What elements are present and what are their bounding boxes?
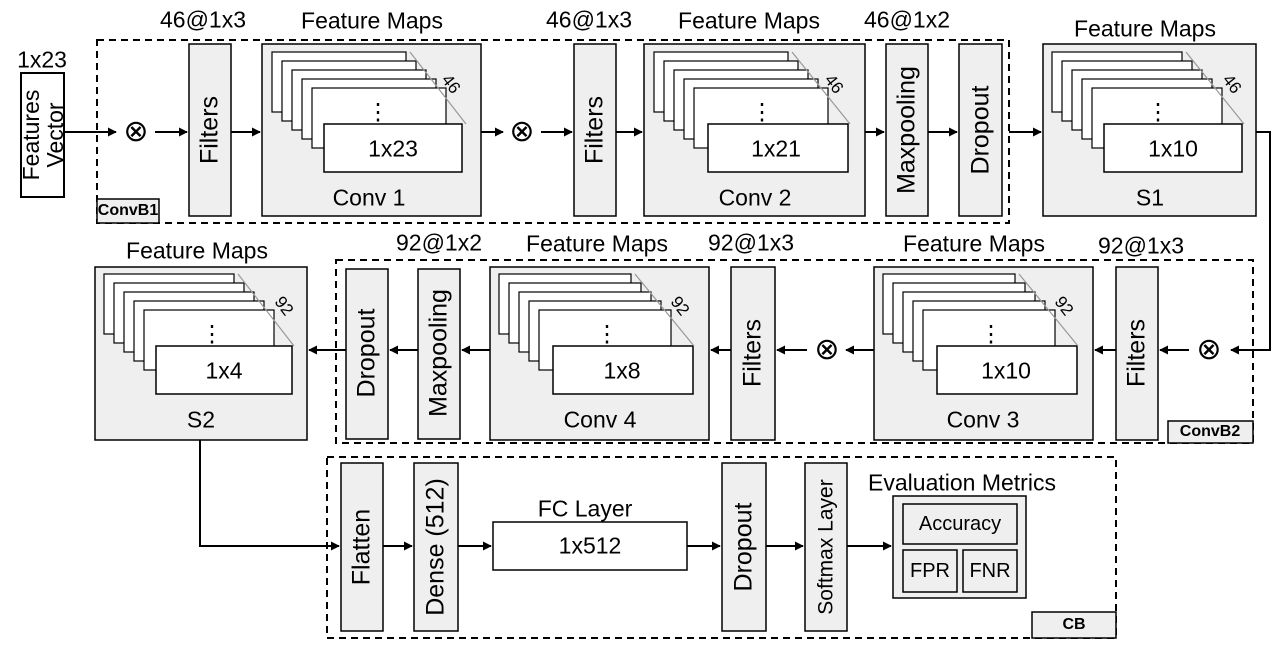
maxpool2-label: Maxpooling [424,289,453,417]
conv4-count: 92 [666,292,694,320]
filters2-top-label: 46@1x3 [545,6,633,33]
maxpool2-box [417,268,461,440]
conv2-top-label: Feature Maps [678,7,820,34]
filters3-label: Filters [1122,318,1151,388]
fc-layer-size: 1x512 [558,532,622,559]
s2-dots: ⋮ [200,320,224,347]
dropout1-label: Dropout [966,85,995,175]
conv2-dots: ⋮ [750,98,774,125]
conv1-top-label: Feature Maps [301,7,443,34]
filters1-label: Filters [195,95,224,165]
s2-name: S2 [186,406,216,433]
conv1-maps-stack [271,51,467,173]
convb2-block [335,259,1254,444]
fnr-box [962,549,1018,593]
conv3-top-label: Feature Maps [903,230,1045,257]
dropout3-label: Dropout [729,502,758,592]
convb1-tag-box [96,198,160,224]
s1-name: S1 [1135,184,1165,211]
conv3-maps-stack [882,273,1079,395]
multiply-icon: ⊗ [123,115,149,148]
cb-tag: CB [1062,616,1086,633]
filters4-label: Filters [738,318,767,388]
s2-top-label: Feature Maps [126,237,268,264]
dense-label: Dense (512) [421,478,450,616]
conv4-size: 1x8 [603,357,641,384]
s1-count: 46 [1218,70,1246,98]
filters3-box [1115,266,1159,441]
fc-layer-top-label: FC Layer [537,495,633,522]
conv1-dots: ⋮ [366,98,390,125]
fnr-label: FNR [969,560,1011,582]
softmax-box [804,462,848,632]
features-vector-label: Features Vector [17,89,68,181]
evaluation-metrics-title: Evaluation Metrics [868,469,1056,496]
connector-s2-to-row3 [199,440,340,551]
accuracy-box [902,503,1018,545]
features-vector-box [20,72,65,198]
conv2-maps-stack [653,51,851,173]
s2-count: 92 [270,292,298,320]
softmax-label: Softmax Layer [814,479,838,615]
s2-size: 1x4 [205,357,243,384]
dropout2-box [345,268,389,440]
conv1-name: Conv 1 [332,184,406,211]
accuracy-label: Accuracy [918,513,1002,535]
multiply-icon: ⊗ [509,115,535,148]
convb1-tag: ConvB1 [97,202,159,219]
connector-s1-to-row2 [1230,131,1271,355]
conv3-count: 92 [1050,292,1078,320]
filters4-box [730,266,776,441]
filters4-top-label: 92@1x3 [707,229,795,256]
maxpool1-top-label: 46@1x2 [863,6,951,33]
filters2-box [573,43,617,217]
fpr-box [902,549,958,593]
maxpool2-top-label: 92@1x2 [395,229,483,256]
conv4-top-label: Feature Maps [526,230,668,257]
multiply-icon: ⊗ [1196,333,1222,366]
conv4-maps-stack [498,273,695,395]
conv2-count: 46 [820,70,848,98]
conv3-size: 1x10 [981,357,1031,384]
conv1-count: 46 [437,70,465,98]
dense-box [413,462,459,632]
multiply-icon: ⊗ [814,333,840,366]
conv3-dots: ⋮ [979,320,1003,347]
filters1-top-label: 46@1x3 [159,6,247,33]
conv1-size: 1x23 [368,135,418,162]
input-size-label: 1x23 [17,46,67,73]
dropout1-box [958,43,1003,217]
flatten-box [340,462,384,632]
s1-dots: ⋮ [1146,98,1170,125]
conv3-name: Conv 3 [946,406,1020,433]
filters2-label: Filters [580,95,609,165]
convb2-tag: ConvB2 [1179,423,1241,440]
s1-top-label: Feature Maps [1074,15,1216,42]
convb1-block [96,39,1010,224]
dropout2-label: Dropout [352,308,381,398]
cb-tag-box [1031,611,1117,639]
conv4-dots: ⋮ [595,320,619,347]
conv2-name: Conv 2 [718,184,792,211]
filters1-box [188,43,232,217]
cb-block [326,456,1117,639]
maxpool1-label: Maxpooling [892,66,921,194]
dropout3-box [721,462,767,632]
fc-layer-box [492,521,688,571]
s2-maps-stack [103,273,295,395]
maxpool1-box [885,43,929,217]
convb2-tag-box [1167,420,1254,444]
conv4-name: Conv 4 [563,406,637,433]
fpr-label: FPR [910,560,950,582]
flatten-label: Flatten [347,508,376,586]
s1-size: 1x10 [1148,135,1198,162]
conv2-size: 1x21 [751,135,801,162]
filters3-top-label: 92@1x3 [1097,232,1185,259]
s1-maps-stack [1051,51,1245,173]
